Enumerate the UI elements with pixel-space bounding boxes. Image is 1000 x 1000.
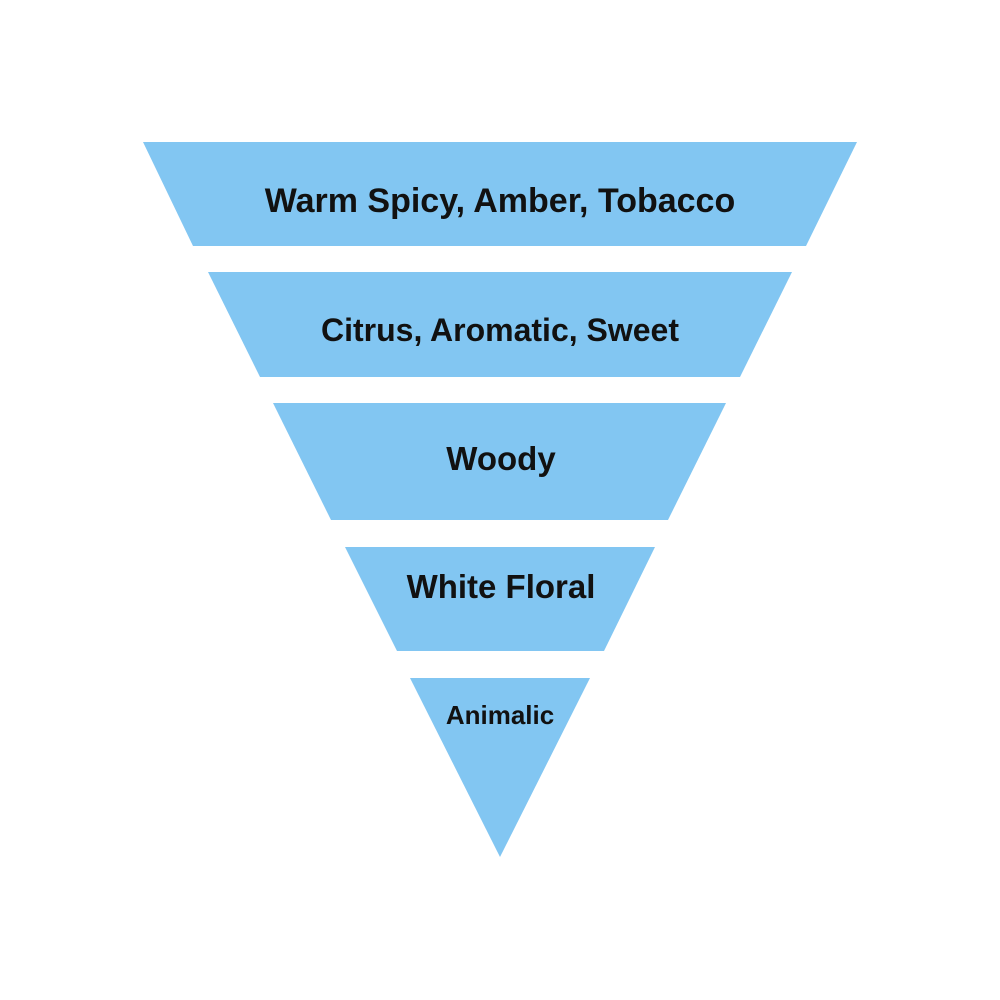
- tier-3-shape: [273, 403, 726, 520]
- tier-1-label: Warm Spicy, Amber, Tobacco: [265, 182, 735, 220]
- tier-5-label: Animalic: [446, 700, 554, 730]
- tier-4-label: White Floral: [407, 568, 596, 605]
- tier-2-label: Citrus, Aromatic, Sweet: [321, 312, 679, 348]
- tier-4: White Floral: [345, 547, 655, 651]
- tier-2: Citrus, Aromatic, Sweet: [208, 272, 792, 377]
- tier-3-label: Woody: [446, 440, 556, 477]
- tier-1-shape: [143, 142, 857, 246]
- tier-5-shape: [410, 678, 590, 857]
- tier-1: Warm Spicy, Amber, Tobacco: [143, 142, 857, 246]
- tier-4-shape: [345, 547, 655, 651]
- tier-2-shape: [208, 272, 792, 377]
- tier-3: Woody: [273, 403, 726, 520]
- tier-5: Animalic: [410, 678, 590, 857]
